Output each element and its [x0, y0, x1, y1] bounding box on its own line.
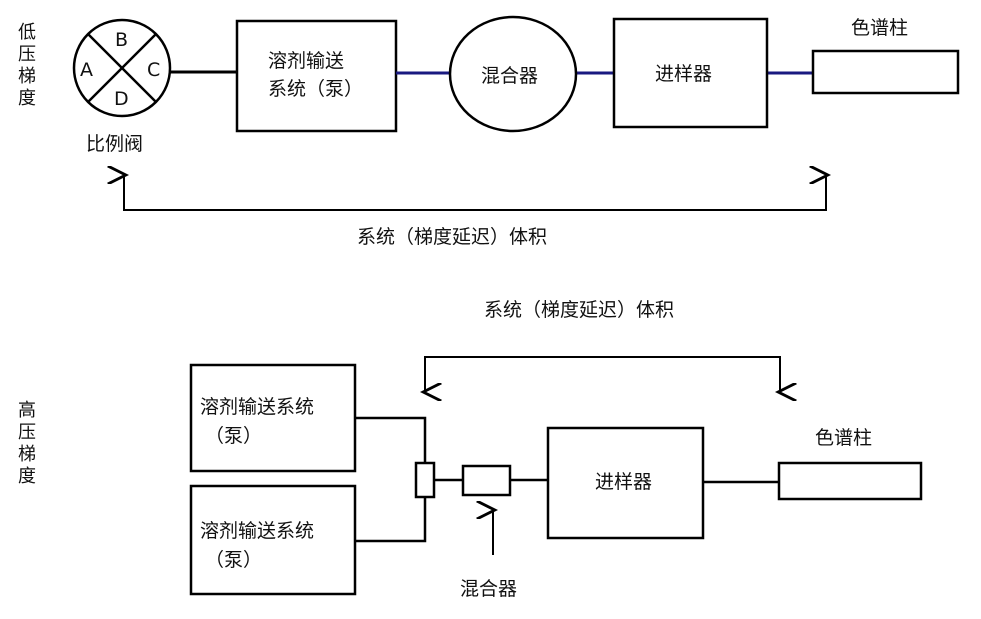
pump2-box [189, 484, 357, 596]
high-pressure-label-1: 高 [18, 400, 36, 421]
tee-fitting [414, 461, 436, 499]
injector-label-2: 进样器 [595, 471, 652, 493]
column-box-2 [777, 461, 923, 501]
pump-box [235, 19, 398, 133]
pump1-line [355, 416, 427, 463]
pump-label-line1: 溶剂输送 [268, 50, 344, 72]
pump-label-line2: 系统（泵） [268, 78, 363, 100]
mixer-box [461, 464, 512, 497]
pump1-label-line1: 溶剂输送系统 [200, 396, 314, 418]
delay-volume-bracket [124, 175, 826, 211]
pump1-box [189, 363, 357, 473]
mixer-ellipse [448, 15, 578, 133]
low-pressure-label-2: 压 [18, 44, 36, 65]
low-pressure-label-3: 梯 [18, 66, 36, 87]
delay-volume-label-2: 系统（梯度延迟）体积 [484, 299, 674, 321]
column-box [811, 49, 960, 95]
pump2-line [355, 497, 427, 543]
low-pressure-label-1: 低 [18, 22, 36, 43]
valve-caption: 比例阀 [86, 133, 143, 155]
column-label-2: 色谱柱 [815, 427, 872, 449]
column-label: 色谱柱 [851, 17, 908, 39]
injector-label: 进样器 [655, 63, 712, 85]
pump2-label-line1: 溶剂输送系统 [200, 520, 314, 542]
mixer-label: 混合器 [481, 65, 538, 87]
high-pressure-section: 高 压 梯 度 系统（梯度延迟）体积 溶剂输送系统 （泵） 溶剂输送系统 （泵）… [18, 299, 923, 600]
low-pressure-section: 低 压 梯 度 B A C D 比例阀 溶剂输送 系统（泵） 混合器 进样器 [18, 15, 960, 248]
pump1-label-line2: （泵） [205, 425, 262, 447]
low-pressure-label-4: 度 [18, 88, 36, 109]
high-pressure-label-3: 梯 [18, 444, 36, 465]
valve-letter-c: C [147, 59, 160, 81]
injector-box [612, 17, 769, 129]
high-pressure-label-2: 压 [18, 422, 36, 443]
pump2-label-line2: （泵） [205, 549, 262, 571]
delay-volume-bracket-2 [425, 356, 780, 392]
valve-letter-a: A [80, 59, 93, 81]
proportioning-valve: B A C D [72, 18, 172, 118]
high-pressure-label-4: 度 [18, 466, 36, 487]
injector-box-2 [546, 426, 705, 540]
mixer-label-2: 混合器 [460, 578, 517, 600]
valve-letter-b: B [115, 29, 128, 51]
valve-letter-d: D [114, 88, 129, 110]
delay-volume-label: 系统（梯度延迟）体积 [357, 226, 547, 248]
